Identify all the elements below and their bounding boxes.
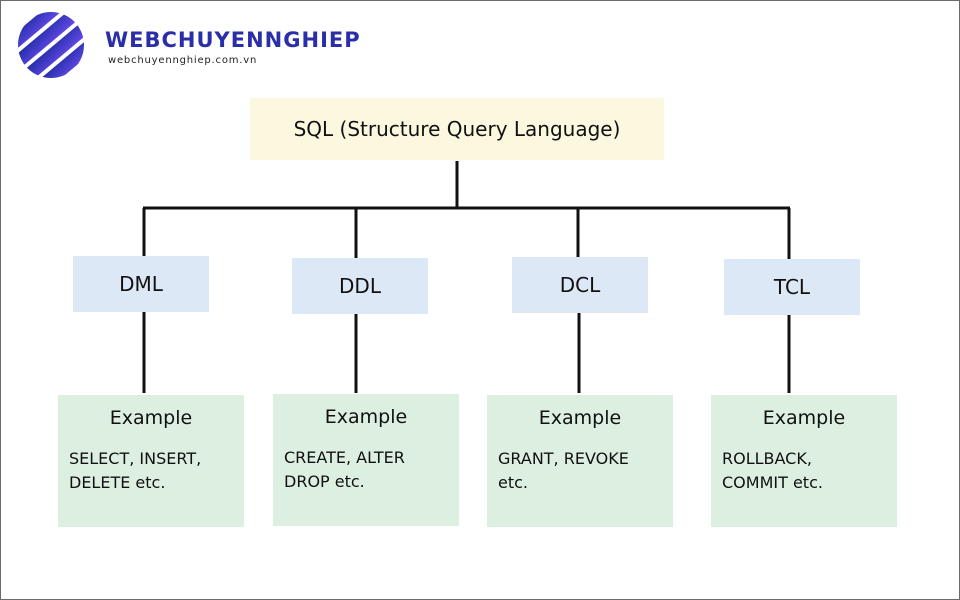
category-label: DDL [339,274,381,298]
example-tcl: Example ROLLBACK, COMMIT etc. [711,395,897,527]
category-label: DCL [559,273,601,297]
example-title: Example [324,406,408,428]
example-dcl: Example GRANT, REVOKE etc. [487,395,673,527]
category-label: TCL [773,275,811,299]
root-node: SQL (Structure Query Language) [250,98,664,160]
example-title: Example [762,407,846,429]
example-text: CREATE, ALTER DROP etc. [284,448,405,491]
brand-url: webchuyennghiep.com.vn [108,55,258,66]
example-ddl: Example CREATE, ALTER DROP etc. [273,394,459,526]
example-title: Example [109,407,193,429]
example-text: SELECT, INSERT, DELETE etc. [69,449,202,492]
example-text: GRANT, REVOKE etc. [498,449,629,492]
category-dml: DML [73,256,209,312]
category-label: DML [119,272,163,296]
stripes-logo-icon [18,12,84,78]
category-ddl: DDL [292,258,428,314]
example-title: Example [538,407,622,429]
category-dcl: DCL [512,257,648,313]
category-tcl: TCL [724,259,860,315]
brand-name: WEBCHUYENNGHIEP [105,28,361,52]
example-text: ROLLBACK, COMMIT etc. [722,449,823,492]
example-dml: Example SELECT, INSERT, DELETE etc. [58,395,244,527]
root-label: SQL (Structure Query Language) [293,117,621,141]
